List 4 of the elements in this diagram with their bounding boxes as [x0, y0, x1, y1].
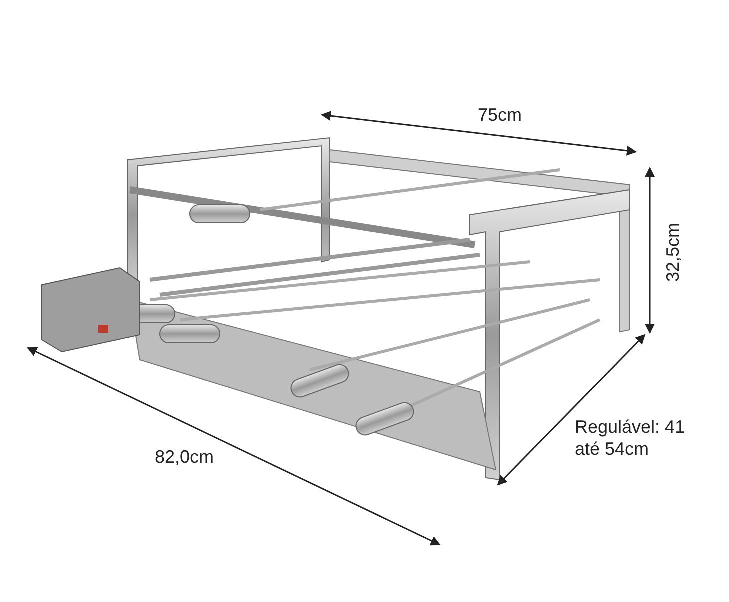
dimension-label: 32,5cm — [662, 222, 684, 282]
dimension-label: 82,0cm — [155, 446, 214, 468]
dimension-label: 75cm — [478, 104, 522, 126]
dimension-label: Regulável: 41 até 54cm — [575, 416, 686, 460]
